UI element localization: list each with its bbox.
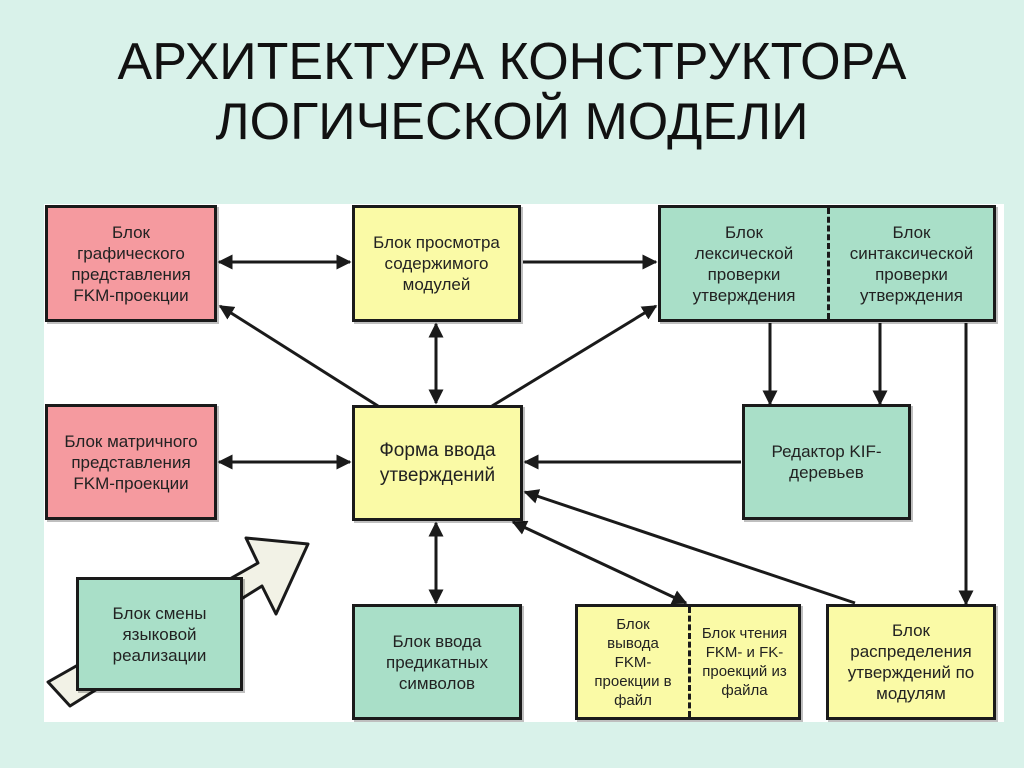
arrow-form-graphic bbox=[218, 304, 379, 408]
block-syntax-label: Блок синтаксической проверки утверждения bbox=[849, 222, 974, 305]
block-form: Форма ввода утверждений bbox=[352, 405, 523, 521]
block-viewer: Блок просмотра содержимого модулей bbox=[352, 205, 521, 322]
block-matrix: Блок матричного представления FKM-проекц… bbox=[45, 404, 217, 520]
block-syntax: Блок синтаксической проверки утверждения bbox=[830, 208, 993, 319]
arrow-form-output bbox=[511, 520, 688, 605]
block-kif: Редактор KIF- деревьев bbox=[742, 404, 911, 520]
block-lexical-label: Блок лексической проверки утверждения bbox=[692, 222, 796, 305]
block-lang-label: Блок смены языковой реализации bbox=[112, 603, 207, 665]
block-predicates-label: Блок ввода предикатных символов bbox=[386, 631, 488, 693]
block-lexical: Блок лексической проверки утверждения bbox=[661, 208, 827, 319]
arrow-distribution-form bbox=[523, 489, 856, 605]
block-kif-label: Редактор KIF- деревьев bbox=[771, 442, 882, 482]
block-form-label: Форма ввода утверждений bbox=[379, 440, 496, 486]
block-graphic: Блок графического представления FKM-прое… bbox=[45, 205, 217, 322]
block-output: Блок вывода FKM- проекции в файл bbox=[578, 607, 688, 717]
title-line-1: АРХИТЕКТУРА КОНСТРУКТОРА bbox=[117, 33, 907, 91]
block-predicates: Блок ввода предикатных символов bbox=[352, 604, 522, 720]
block-reader-label: Блок чтения FKM- и FK- проекций из файла bbox=[701, 625, 788, 699]
title-line-2: ЛОГИЧЕСКОЙ МОДЕЛИ bbox=[215, 93, 809, 151]
slide-title: АРХИТЕКТУРА КОНСТРУКТОРА ЛОГИЧЕСКОЙ МОДЕ… bbox=[0, 32, 1024, 152]
block-lang: Блок смены языковой реализации bbox=[76, 577, 243, 691]
block-reader: Блок чтения FKM- и FK- проекций из файла bbox=[691, 607, 798, 717]
block-graphic-label: Блок графического представления FKM-прое… bbox=[71, 222, 191, 305]
block-matrix-label: Блок матричного представления FKM-проекц… bbox=[64, 431, 198, 493]
block-lexical-syntax: Блок лексической проверки утверждения Бл… bbox=[658, 205, 996, 322]
block-viewer-label: Блок просмотра содержимого модулей bbox=[373, 233, 500, 294]
block-distribution: Блок распределения утверждений по модуля… bbox=[826, 604, 996, 720]
dashed-divider-2 bbox=[688, 607, 691, 717]
arrow-form-lexical bbox=[491, 304, 658, 408]
dashed-divider bbox=[827, 208, 830, 319]
block-distribution-label: Блок распределения утверждений по модуля… bbox=[847, 621, 975, 703]
block-output-reader: Блок вывода FKM- проекции в файл Блок чт… bbox=[575, 604, 801, 720]
block-output-label: Блок вывода FKM- проекции в файл bbox=[594, 615, 672, 709]
